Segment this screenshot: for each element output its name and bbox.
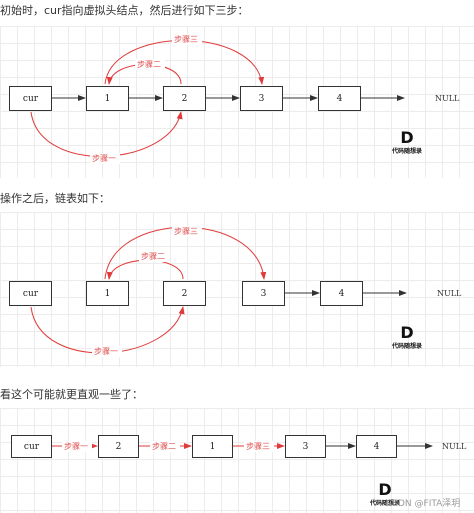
diagram-arrows-simplified: NULL 步骤一 步骤二 步骤三 bbox=[52, 441, 467, 452]
null-label: NULL bbox=[435, 94, 460, 103]
watermark: CSDN @FITA泽玥 bbox=[386, 499, 461, 509]
node-1: 1 bbox=[86, 86, 129, 111]
diagram-arrows-after: NULL 步骤一 步骤二 步骤三 bbox=[30, 226, 462, 357]
node-3: 3 bbox=[242, 281, 285, 306]
node-cur: cur bbox=[9, 86, 52, 111]
label-step-two: 步骤二 bbox=[141, 252, 165, 261]
label-step-one: 步骤一 bbox=[94, 347, 118, 356]
caption-initial: 初始时，cur指向虚拟头结点，然后进行如下三步： bbox=[0, 4, 249, 17]
arc-step-one bbox=[30, 111, 183, 157]
logo-panel-after: D 代码随想录 bbox=[392, 323, 423, 351]
logo-text: 代码随想录 bbox=[392, 148, 423, 155]
label-step-three: 步骤三 bbox=[246, 442, 270, 451]
label-step-three: 步骤三 bbox=[174, 227, 198, 236]
node-cur: cur bbox=[9, 281, 52, 306]
node-1: 1 bbox=[192, 435, 233, 458]
arc-step-one bbox=[30, 306, 185, 354]
caption-simplified: 看这个可能就更直观一些了： bbox=[0, 388, 143, 401]
label-step-two: 步骤二 bbox=[137, 60, 161, 69]
arc-step-two bbox=[106, 259, 184, 280]
label-step-one: 步骤一 bbox=[92, 154, 116, 163]
node-1: 1 bbox=[86, 281, 129, 306]
label-step-one: 步骤一 bbox=[64, 442, 88, 451]
node-3: 3 bbox=[285, 435, 326, 458]
node-cur: cur bbox=[11, 435, 52, 458]
logo-panel-initial: D 代码随想录 bbox=[392, 128, 423, 156]
node-2: 2 bbox=[98, 435, 139, 458]
logo-panel-simplified: D 代码随想录 bbox=[370, 480, 401, 508]
label-step-two: 步骤二 bbox=[152, 442, 176, 451]
node-4: 4 bbox=[356, 435, 397, 458]
logo-mark: D bbox=[400, 128, 414, 147]
caption-after: 操作之后，链表如下： bbox=[0, 192, 110, 205]
node-2: 2 bbox=[163, 86, 206, 111]
null-label: NULL bbox=[437, 289, 462, 298]
node-3: 3 bbox=[240, 86, 283, 111]
diagram-panel-simplified: cur 2 1 3 4 NULL 步骤一 步骤二 步骤三 D 代码随想录 CSD… bbox=[0, 408, 474, 513]
logo-mark: D bbox=[378, 480, 392, 499]
label-step-three: 步骤三 bbox=[174, 35, 198, 44]
node-4: 4 bbox=[318, 86, 361, 111]
diagram-arrows-initial: NULL 步骤一 步骤二 步骤三 bbox=[30, 34, 460, 164]
logo-mark: D bbox=[400, 323, 414, 342]
arc-step-three bbox=[104, 40, 265, 85]
node-2: 2 bbox=[163, 281, 206, 306]
diagram-panel-after: cur 1 2 3 4 NULL 步骤一 步骤二 步骤三 D 代码随想录 bbox=[0, 212, 474, 367]
logo-text: 代码随想录 bbox=[392, 343, 423, 350]
logo-text: 代码随想录 bbox=[370, 500, 401, 507]
node-4: 4 bbox=[320, 281, 363, 306]
null-label: NULL bbox=[442, 442, 467, 451]
diagram-panel-initial: cur 1 2 3 4 NULL 步骤一 步骤二 步骤三 D 代码随想录 bbox=[0, 26, 474, 178]
